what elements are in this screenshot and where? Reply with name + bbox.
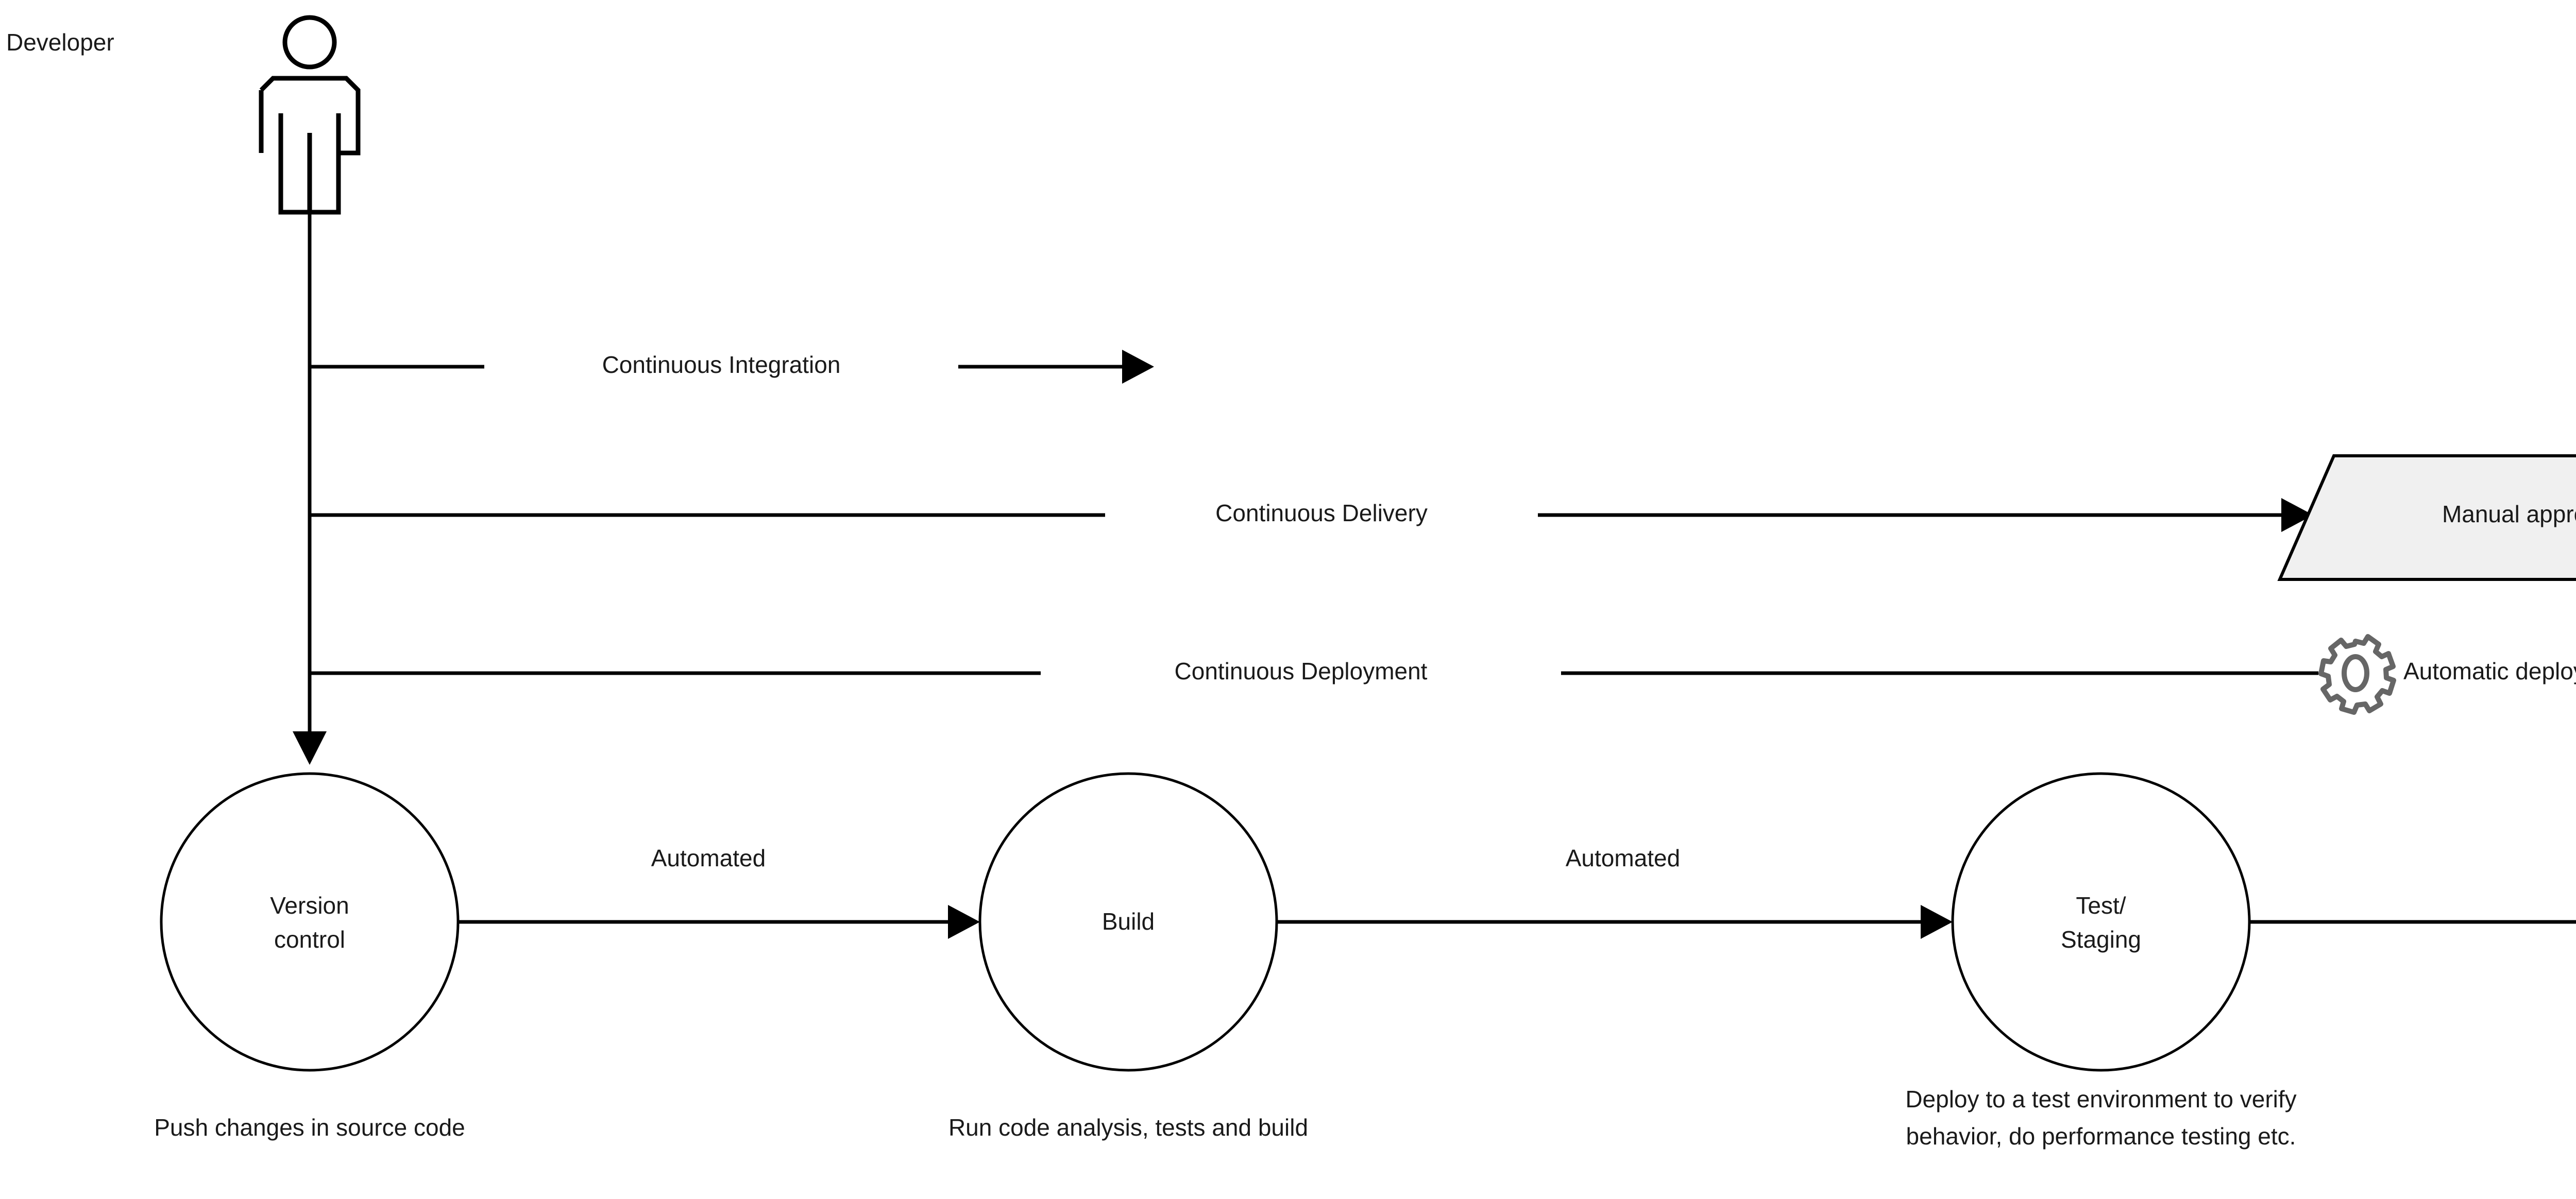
build-label: Build xyxy=(1102,908,1155,935)
actor-label: Developer xyxy=(6,29,114,56)
cdeployment-label: Continuous Deployment xyxy=(1175,658,1428,684)
caption-build: Run code analysis, tests and build xyxy=(948,1114,1308,1141)
test-staging-label-line1: Test/ xyxy=(2076,892,2126,919)
caption-test-staging-line2: behavior, do performance testing etc. xyxy=(1906,1123,2296,1150)
caption-test-staging-line1: Deploy to a test environment to verify xyxy=(1905,1086,2296,1112)
gear-icon xyxy=(2318,634,2396,715)
cdelivery-arrowhead-into-approval xyxy=(2281,498,2313,532)
manual-approval-label: Manual approval xyxy=(2442,501,2576,527)
version-control-label-line1: Version xyxy=(270,892,349,919)
cdelivery-label: Continuous Delivery xyxy=(1215,500,1428,526)
build-to-test-label: Automated xyxy=(1566,845,1680,871)
test-staging-circle[interactable] xyxy=(1951,772,2251,1072)
flow-continuous-integration: Continuous Integration xyxy=(310,350,1154,384)
automatic-deploy-label: Automatic deploy xyxy=(2403,658,2576,684)
vc-to-build-arrowhead xyxy=(948,905,980,939)
vc-to-build-label: Automated xyxy=(651,845,766,871)
transition-vc-to-build: Automated xyxy=(458,845,980,939)
stage-node-test-staging[interactable]: Test/ Staging xyxy=(1951,772,2251,1072)
trunk-arrowhead xyxy=(293,731,327,765)
caption-version-control: Push changes in source code xyxy=(154,1114,465,1141)
person-icon-head xyxy=(282,15,337,70)
test-staging-label-line2: Staging xyxy=(2061,926,2141,953)
version-control-circle[interactable] xyxy=(160,772,460,1072)
build-to-test-arrowhead xyxy=(1921,905,1953,939)
manual-approval-shape[interactable] xyxy=(2277,454,2576,581)
actor-developer xyxy=(259,15,361,215)
transition-test-to-prod xyxy=(2249,920,2576,924)
stage-node-build[interactable]: Build xyxy=(978,772,1278,1072)
ci-arrowhead xyxy=(1122,350,1154,384)
transition-build-to-test: Automated xyxy=(1277,845,1953,939)
ci-label: Continuous Integration xyxy=(602,351,841,378)
flow-continuous-deployment: Continuous Deployment Automatic deploy xyxy=(310,634,2576,715)
version-control-label-line2: control xyxy=(274,926,345,953)
stage-node-version-control[interactable]: Version control xyxy=(160,772,460,1072)
flow-continuous-delivery: Continuous Delivery Manual approval xyxy=(310,454,2576,581)
person-icon-legs xyxy=(278,113,341,215)
